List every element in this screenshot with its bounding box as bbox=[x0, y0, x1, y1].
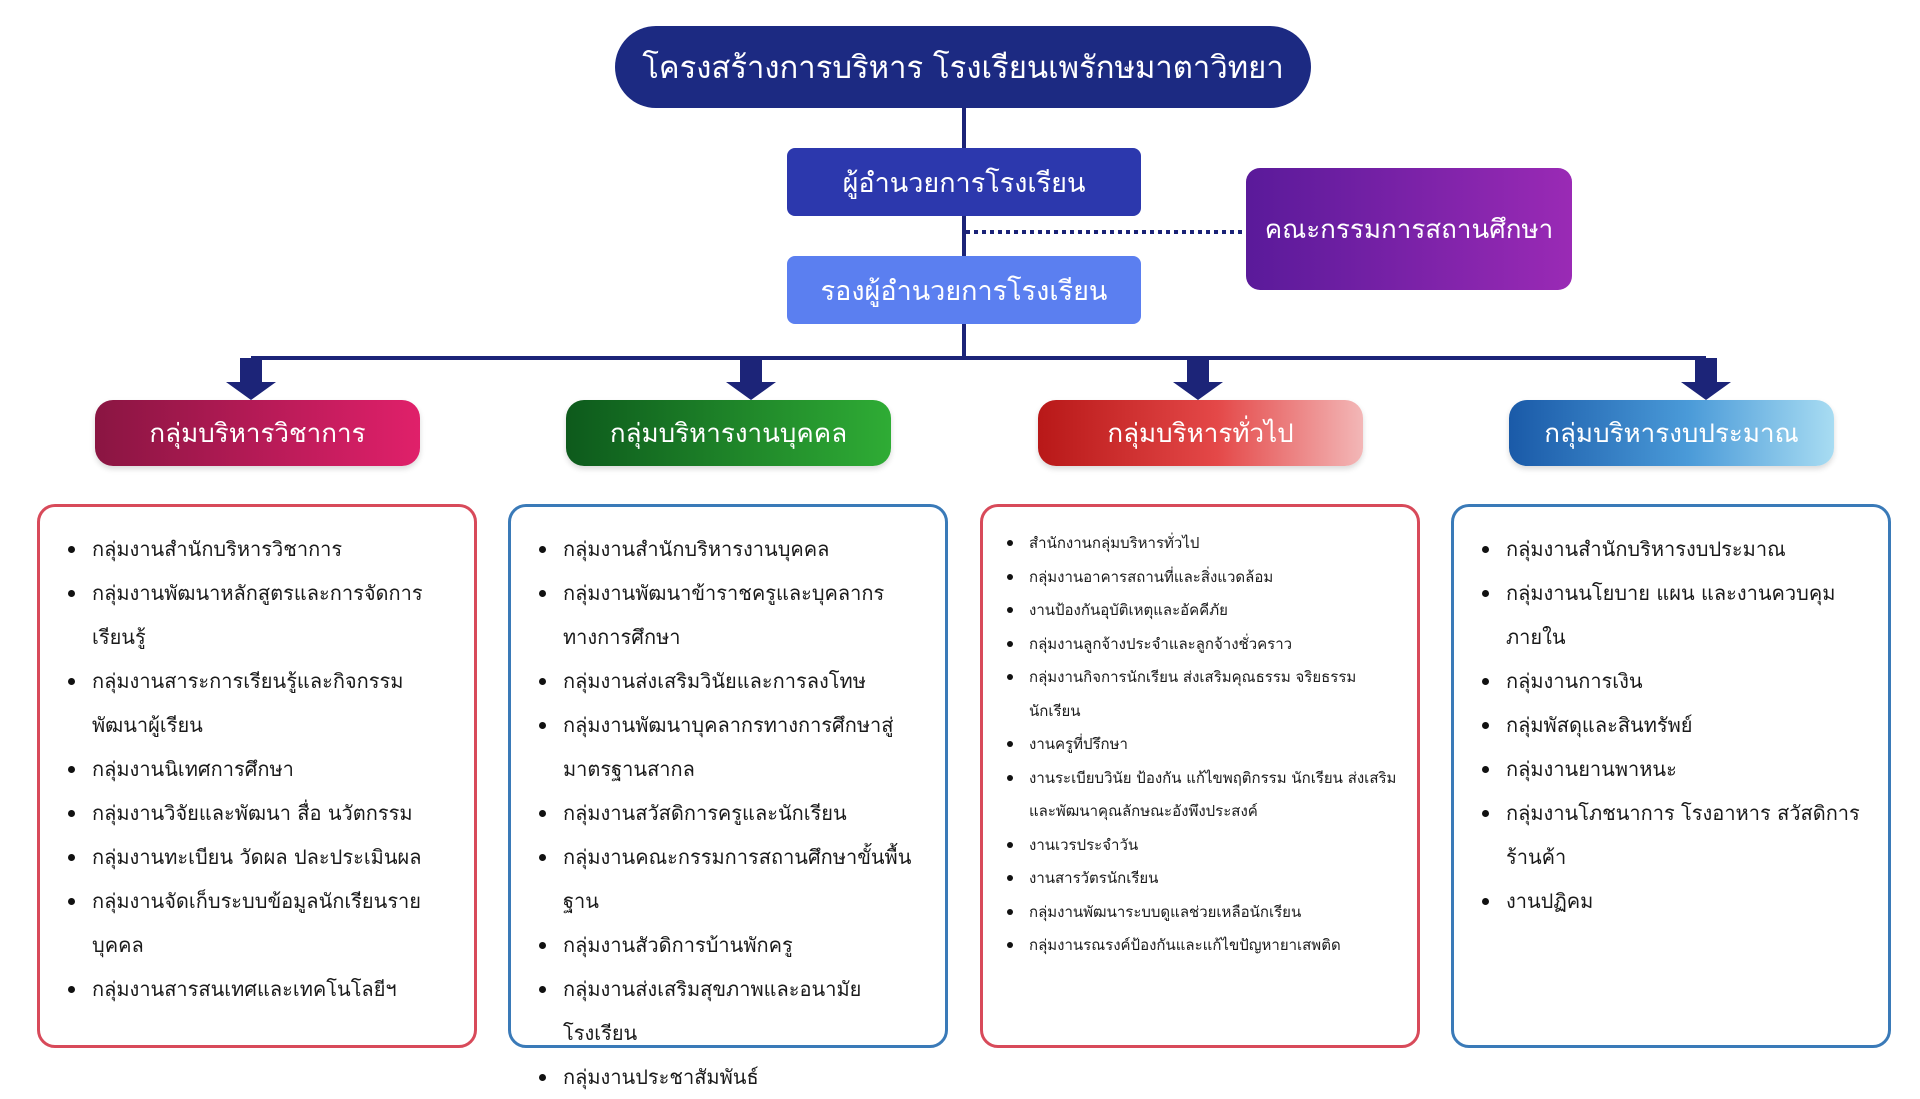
school-committee-box: คณะกรรมการสถานศึกษา bbox=[1246, 168, 1572, 290]
arrow-down-icon bbox=[726, 358, 776, 400]
general-task-list: สำนักงานกลุ่มบริหารทั่วไป กลุ่มงานอาคารส… bbox=[1001, 527, 1399, 963]
list-item: กลุ่มงานกิจการนักเรียน ส่งเสริมคุณธรรม จ… bbox=[1007, 661, 1399, 728]
list-item: กลุ่มงานสาระการเรียนรู้และกิจกรรมพัฒนาผู… bbox=[68, 659, 456, 747]
list-item: กลุ่มงานส่งเสริมสุขภาพและอนามัยโรงเรียน bbox=[539, 967, 927, 1055]
list-item: กลุ่มงานสำนักบริหารงบประมาณ bbox=[1482, 527, 1870, 571]
list-item: กลุ่มงานโภชนาการ โรงอาหาร สวัสดิการร้านค… bbox=[1482, 791, 1870, 879]
list-item: กลุ่มงานรณรงค์ป้องกันและแก้ไขปัญหายาเสพต… bbox=[1007, 929, 1399, 963]
group-budget-header: กลุ่มบริหารงบประมาณ bbox=[1509, 400, 1834, 466]
list-item: กลุ่มงานนิเทศการศึกษา bbox=[68, 747, 456, 791]
list-item: กลุ่มงานลูกจ้างประจำและลูกจ้างชั่วคราว bbox=[1007, 628, 1399, 662]
general-task-panel: สำนักงานกลุ่มบริหารทั่วไป กลุ่มงานอาคารส… bbox=[980, 504, 1420, 1048]
list-item: กลุ่มงานพัฒนาข้าราชครูและบุคลากรทางการศึ… bbox=[539, 571, 927, 659]
list-item: กลุ่มงานสวัสดิการครูและนักเรียน bbox=[539, 791, 927, 835]
list-item: กลุ่มงานสำนักบริหารวิชาการ bbox=[68, 527, 456, 571]
list-item: งานเวรประจำวัน bbox=[1007, 829, 1399, 863]
academic-task-list: กลุ่มงานสำนักบริหารวิชาการ กลุ่มงานพัฒนา… bbox=[58, 527, 456, 1011]
list-item: กลุ่มงานพัฒนาระบบดูแลช่วยเหลือนักเรียน bbox=[1007, 896, 1399, 930]
list-item: กลุ่มงานพัฒนาบุคลากรทางการศึกษาสู่มาตรฐา… bbox=[539, 703, 927, 791]
group-personnel-header: กลุ่มบริหารงานบุคคล bbox=[566, 400, 891, 466]
list-item: กลุ่มงานสัวดิการบ้านพักครู bbox=[539, 923, 927, 967]
list-item: กลุ่มงานส่งเสริมวินัยและการลงโทษ bbox=[539, 659, 927, 703]
director-box: ผู้อำนวยการโรงเรียน bbox=[787, 148, 1141, 216]
list-item: งานสารวัตรนักเรียน bbox=[1007, 862, 1399, 896]
list-item: กลุ่มงานการเงิน bbox=[1482, 659, 1870, 703]
arrow-down-icon bbox=[226, 358, 276, 400]
list-item: งานปฏิคม bbox=[1482, 879, 1870, 923]
list-item: กลุ่มงานคณะกรรมการสถานศึกษาขั้นพื้นฐาน bbox=[539, 835, 927, 923]
group-general-header: กลุ่มบริหารทั่วไป bbox=[1038, 400, 1363, 466]
list-item: กลุ่มงานสำนักบริหารงานบุคคล bbox=[539, 527, 927, 571]
group-academic-header: กลุ่มบริหารวิชาการ bbox=[95, 400, 420, 466]
list-item: สำนักงานกลุ่มบริหารทั่วไป bbox=[1007, 527, 1399, 561]
academic-task-panel: กลุ่มงานสำนักบริหารวิชาการ กลุ่มงานพัฒนา… bbox=[37, 504, 477, 1048]
list-item: กลุ่มงานวิจัยและพัฒนา สื่อ นวัตกรรม bbox=[68, 791, 456, 835]
list-item: กลุ่มงานประชาสัมพันธ์ bbox=[539, 1055, 927, 1099]
list-item: กลุ่มงานอาคารสถานที่และสิ่งแวดล้อม bbox=[1007, 561, 1399, 595]
arrow-down-icon bbox=[1681, 358, 1731, 400]
list-item: กลุ่มพัสดุและสินทรัพย์ bbox=[1482, 703, 1870, 747]
budget-task-list: กลุ่มงานสำนักบริหารงบประมาณ กลุ่มงานนโยบ… bbox=[1472, 527, 1870, 923]
deputy-director-box: รองผู้อำนวยการโรงเรียน bbox=[787, 256, 1141, 324]
personnel-task-panel: กลุ่มงานสำนักบริหารงานบุคคล กลุ่มงานพัฒน… bbox=[508, 504, 948, 1089]
list-item: กลุ่มงานทะเบียน วัดผล ปละประเมินผล bbox=[68, 835, 456, 879]
chart-title: โครงสร้างการบริหาร โรงเรียนเพรักษมาตาวิท… bbox=[615, 26, 1311, 108]
list-item: กลุ่มงานยานพาหนะ bbox=[1482, 747, 1870, 791]
budget-task-panel: กลุ่มงานสำนักบริหารงบประมาณ กลุ่มงานนโยบ… bbox=[1451, 504, 1891, 1048]
list-item: กลุ่มงานจัดเก็บระบบข้อมูลนักเรียนรายบุคค… bbox=[68, 879, 456, 967]
list-item: กลุ่มงานสารสนเทศและเทคโนโลยีฯ bbox=[68, 967, 456, 1011]
personnel-task-list: กลุ่มงานสำนักบริหารงานบุคคล กลุ่มงานพัฒน… bbox=[529, 527, 927, 1099]
list-item: งานป้องกันอุบัติเหตุและอัคคีภัย bbox=[1007, 594, 1399, 628]
list-item: กลุ่มงานนโยบาย แผน และงานควบคุมภายใน bbox=[1482, 571, 1870, 659]
arrow-down-icon bbox=[1173, 358, 1223, 400]
list-item: งานครูที่ปรึกษา bbox=[1007, 728, 1399, 762]
list-item: งานระเบียบวินัย ป้องกัน แก้ไขพฤติกรรม นั… bbox=[1007, 762, 1399, 829]
list-item: กลุ่มงานพัฒนาหลักสูตรและการจัดการเรียนรู… bbox=[68, 571, 456, 659]
